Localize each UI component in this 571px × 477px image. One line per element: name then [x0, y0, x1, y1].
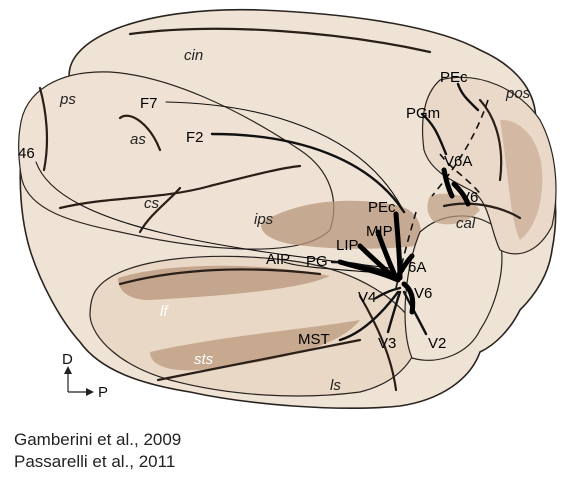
label-cal: cal — [456, 215, 476, 232]
label-PEc-lateral: PEc — [368, 199, 396, 216]
label-cin: cin — [184, 47, 203, 64]
label-PGm: PGm — [406, 105, 440, 122]
label-ps: ps — [59, 91, 76, 108]
label-PEc-dorsal: PEc — [440, 69, 468, 86]
label-AIP: AIP — [266, 251, 290, 268]
label-MST: MST — [298, 331, 330, 348]
label-V6-medial: V6 — [460, 189, 478, 206]
label-LIP: LIP — [336, 237, 359, 254]
label-posterior: P — [98, 384, 108, 401]
label-ls: ls — [330, 377, 341, 394]
label-ips: ips — [254, 211, 274, 228]
label-sts: sts — [194, 351, 214, 368]
label-dorsal: D — [62, 351, 73, 368]
label-PG: PG — [306, 253, 328, 270]
label-V6-lateral: V6 — [414, 285, 432, 302]
label-V4: V4 — [358, 289, 376, 306]
label-V3: V3 — [378, 335, 396, 352]
label-MIP: MIP — [366, 223, 393, 240]
label-cs: cs — [144, 195, 160, 212]
label-as: as — [130, 131, 146, 148]
label-46: 46 — [18, 145, 35, 162]
label-F7: F7 — [140, 95, 158, 112]
label-V6A-lateral: V6A — [398, 259, 426, 276]
label-pos: pos — [505, 85, 531, 102]
label-V6A-medial: V6A — [444, 153, 472, 170]
label-F2: F2 — [186, 129, 204, 146]
credit-line-2: Passarelli et al., 2011 — [14, 452, 175, 472]
label-V2: V2 — [428, 335, 446, 352]
credit-line-1: Gamberini et al., 2009 — [14, 430, 181, 450]
